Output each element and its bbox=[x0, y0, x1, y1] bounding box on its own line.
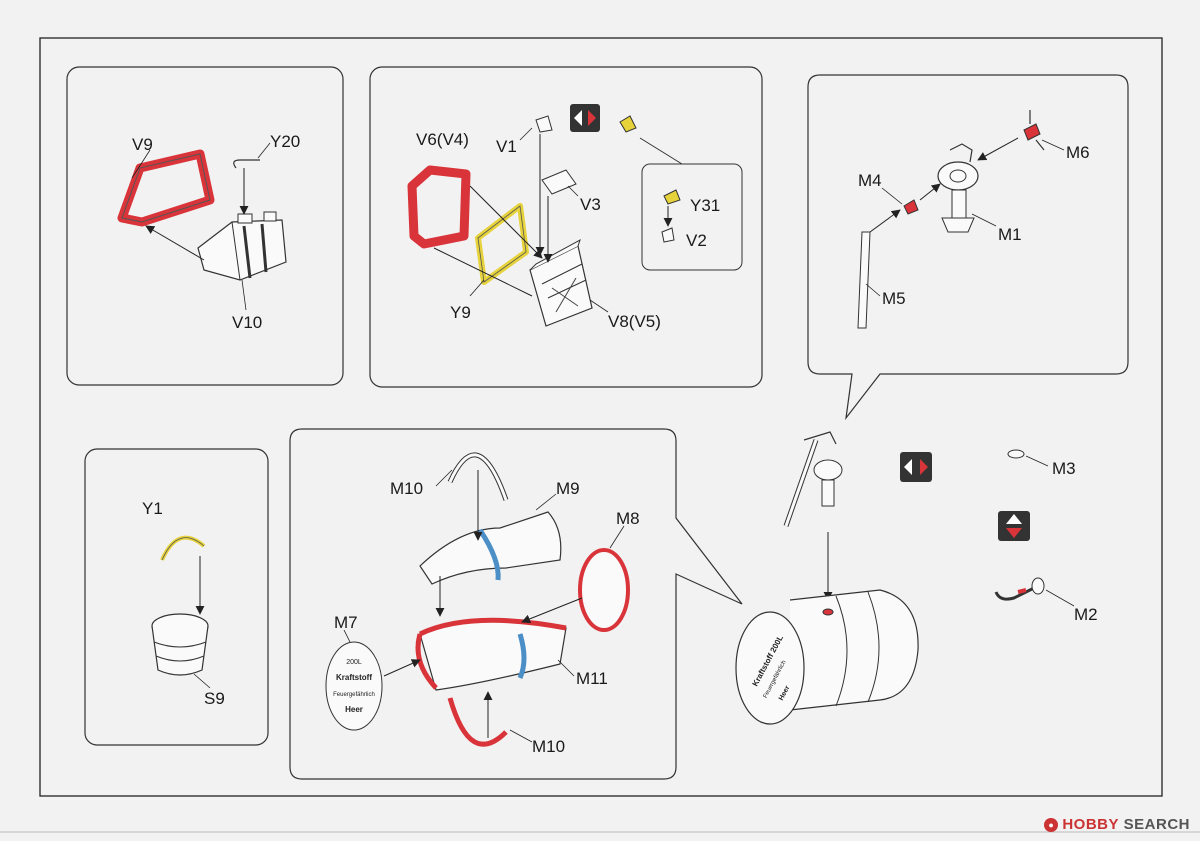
label-s9: S9 bbox=[204, 689, 225, 708]
panel-drum-callout: 200L Kraftstoff Feuergefährlich Heer M10… bbox=[289, 428, 743, 780]
label-v6v4: V6(V4) bbox=[416, 130, 469, 149]
label-m2: M2 bbox=[1074, 605, 1098, 624]
watermark: ●HOBBY SEARCH bbox=[1044, 816, 1190, 833]
part-m5-pipe bbox=[857, 231, 871, 329]
label-y1: Y1 bbox=[142, 499, 163, 518]
label-m6: M6 bbox=[1066, 143, 1090, 162]
m7-text-3: Heer bbox=[345, 705, 363, 714]
part-v9-frame bbox=[117, 149, 215, 227]
label-m1: M1 bbox=[998, 225, 1022, 244]
part-v6-frame bbox=[407, 165, 471, 249]
label-m7: M7 bbox=[334, 613, 358, 632]
assembled-drum: Kraftstoff 200L Feuergefährlich Heer bbox=[735, 431, 919, 725]
label-v2: V2 bbox=[686, 231, 707, 250]
label-m3: M3 bbox=[1052, 459, 1076, 478]
part-y31-small bbox=[619, 115, 637, 133]
label-m10-bottom: M10 bbox=[532, 737, 565, 756]
watermark-rest: SEARCH bbox=[1123, 816, 1190, 833]
part-m7-plate: 200L Kraftstoff Feuergefährlich Heer bbox=[325, 641, 383, 731]
m7-text-1: Kraftstoff bbox=[336, 673, 372, 682]
label-m10-top: M10 bbox=[390, 479, 423, 498]
label-y9: Y9 bbox=[450, 303, 471, 322]
label-y31: Y31 bbox=[690, 196, 720, 215]
label-v10: V10 bbox=[232, 313, 262, 332]
label-m9: M9 bbox=[556, 479, 580, 498]
part-v8-jerrycan bbox=[529, 238, 593, 327]
label-v8v5: V8(V5) bbox=[608, 312, 661, 331]
part-m11-shell bbox=[415, 617, 567, 691]
left-right-flip-icon bbox=[900, 452, 932, 482]
outer-frame bbox=[39, 37, 1163, 797]
label-m4: M4 bbox=[858, 171, 882, 190]
label-v1: V1 bbox=[496, 137, 517, 156]
label-v9: V9 bbox=[132, 135, 153, 154]
m7-text-2: Feuergefährlich bbox=[333, 692, 375, 698]
part-m3 bbox=[1007, 449, 1025, 459]
part-v3-handle bbox=[541, 169, 577, 195]
label-v3: V3 bbox=[580, 195, 601, 214]
part-v1-cap bbox=[535, 115, 553, 133]
left-right-flip-icon bbox=[570, 104, 600, 132]
part-v10-box bbox=[197, 211, 287, 281]
part-m6-fitting bbox=[1023, 123, 1041, 141]
part-m10-bottom bbox=[447, 697, 508, 747]
label-m8: M8 bbox=[616, 509, 640, 528]
panel-v10-box: V9 Y20 V10 bbox=[66, 66, 344, 386]
panel-pump-callout: M6 M4 M1 M5 bbox=[807, 74, 1129, 421]
part-y20-wire bbox=[233, 159, 260, 169]
up-down-flip-icon bbox=[998, 511, 1030, 541]
hobby-search-logo-icon: ● bbox=[1044, 818, 1059, 833]
part-s9-bucket bbox=[151, 613, 209, 676]
watermark-brand: HOBBY bbox=[1062, 816, 1119, 833]
label-m5: M5 bbox=[882, 289, 906, 308]
part-m9-shell bbox=[419, 511, 562, 585]
part-m2 bbox=[994, 577, 1045, 601]
panel-jerrycan: V6(V4) V1 V3 Y9 V8(V5) Y31 V2 bbox=[369, 66, 763, 388]
panel-bucket: Y1 S9 bbox=[84, 448, 269, 746]
label-y20: Y20 bbox=[270, 132, 300, 151]
part-m1-pump bbox=[937, 143, 979, 233]
part-m8-lid bbox=[578, 548, 630, 632]
label-m11: M11 bbox=[576, 669, 608, 688]
part-m4 bbox=[903, 199, 919, 215]
m7-text-0: 200L bbox=[346, 659, 362, 666]
